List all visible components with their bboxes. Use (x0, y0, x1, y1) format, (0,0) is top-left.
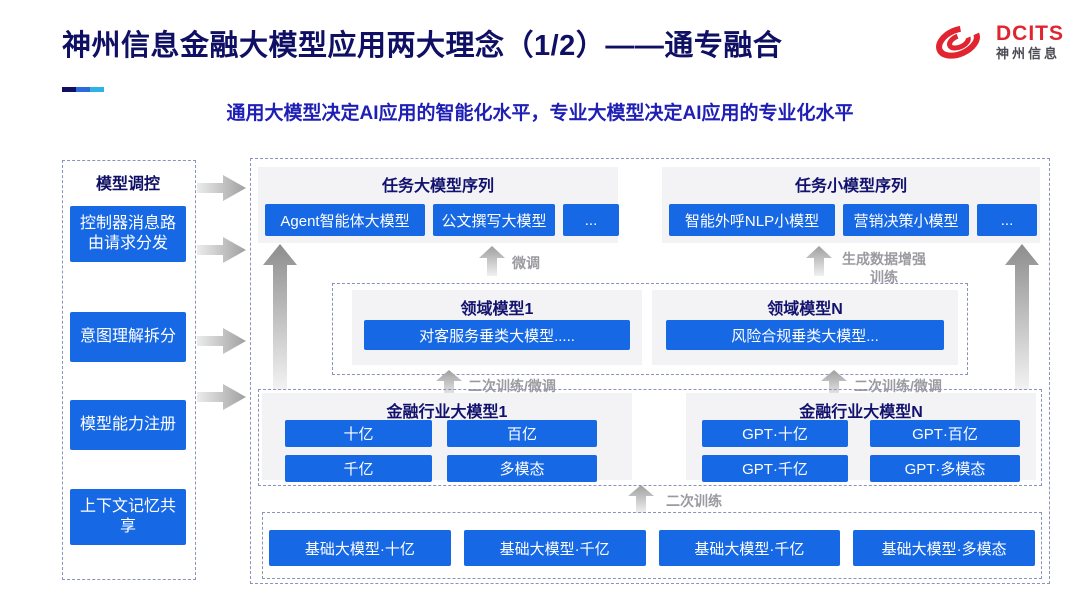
model-box-base-multimodal: 基础大模型·多模态 (853, 530, 1035, 566)
model-box-marketing: 营销决策小模型 (843, 204, 969, 236)
model-box-1b: 十亿 (285, 420, 432, 447)
up-arrow-icon (821, 370, 847, 398)
retrain-finetune-label: 二次训练/微调 (854, 378, 942, 394)
logo-brand-text: DCITS (996, 22, 1064, 46)
industry-model-group-n: 金融行业大模型N GPT·十亿 GPT·百亿 GPT·千亿 GPT·多模态 (686, 393, 1036, 482)
domain-model-group-n: 领域模型N 风险合规垂类大模型... (652, 290, 958, 365)
model-control-panel (62, 160, 196, 580)
tall-up-arrow-icon (1005, 244, 1039, 390)
base-model-frame: 基础大模型·十亿 基础大模型·千亿 基础大模型·千亿 基础大模型·多模态 (262, 512, 1042, 579)
task-large-model-group: 任务大模型序列 Agent智能体大模型 公文撰写大模型 ... (258, 167, 619, 243)
task-small-title: 任务小模型序列 (794, 178, 907, 195)
title-underline (62, 87, 104, 92)
task-large-title: 任务大模型序列 (381, 178, 494, 195)
tall-up-arrow-icon (263, 244, 297, 390)
industry-model-frame (258, 389, 1042, 486)
swirl-icon (932, 20, 988, 64)
model-box-more: ... (977, 204, 1037, 236)
model-box-base-100b: 基础大模型·千亿 (658, 530, 841, 566)
company-logo: DCITS 神州信息 (932, 20, 1064, 64)
model-box-agent: Agent智能体大模型 (265, 204, 425, 236)
industry-model-group-1: 金融行业大模型1 十亿 百亿 千亿 多模态 (262, 393, 632, 482)
retrain-label: 二次训练 (666, 493, 722, 509)
model-box-100b: 千亿 (285, 455, 432, 482)
model-box-risk-compliance: 风险合规垂类大模型... (666, 320, 944, 350)
logo-brand-cn: 神州信息 (996, 46, 1061, 62)
sidebar-item-router: 控制器消息路由请求分发 (70, 206, 186, 262)
up-arrow-icon (479, 246, 505, 276)
model-box-10b: 百亿 (447, 420, 597, 447)
domain-model-frame (332, 283, 968, 375)
diagram-outer-frame (250, 158, 1050, 584)
model-box-gpt-multimodal: GPT·多模态 (870, 455, 1020, 482)
model-box-base-100b: 基础大模型·千亿 (463, 530, 646, 566)
up-arrow-icon (806, 246, 832, 276)
up-arrow-icon (436, 370, 462, 398)
task-small-model-group: 任务小模型序列 智能外呼NLP小模型 营销决策小模型 ... (662, 167, 1040, 243)
retrain-finetune-label: 二次训练/微调 (468, 378, 556, 394)
sidebar-item-register: 模型能力注册 (70, 400, 186, 450)
domain-model-1-title: 领域模型1 (460, 301, 534, 318)
page-subtitle: 通用大模型决定AI应用的智能化水平，专业大模型决定AI应用的专业化水平 (226, 103, 854, 124)
industry-model-n-title: 金融行业大模型N (799, 404, 923, 421)
model-box-base-1b: 基础大模型·十亿 (269, 530, 451, 566)
flow-right-arrow-icon (197, 327, 247, 355)
fine-tune-label: 微调 (512, 255, 540, 271)
sidebar-item-context: 上下文记忆共享 (70, 489, 186, 545)
flow-right-arrow-icon (197, 236, 247, 264)
model-box-more: ... (563, 204, 619, 236)
model-box-document: 公文撰写大模型 (433, 204, 555, 236)
up-arrow-icon (628, 485, 654, 513)
augment-train-label: 生成数据增强训练 (842, 251, 926, 286)
industry-model-1-title: 金融行业大模型1 (386, 404, 508, 421)
model-box-multimodal: 多模态 (447, 455, 597, 482)
flow-right-arrow-icon (197, 383, 247, 411)
model-box-gpt-1b: GPT·十亿 (702, 420, 848, 447)
model-box-gpt-10b: GPT·百亿 (870, 420, 1020, 447)
model-box-customer-service: 对客服务垂类大模型..... (364, 320, 630, 350)
model-box-gpt-100b: GPT·千亿 (702, 455, 848, 482)
flow-right-arrow-icon (197, 174, 247, 202)
sidebar-title: 模型调控 (95, 176, 160, 193)
domain-model-n-title: 领域模型N (767, 301, 843, 318)
domain-model-group-1: 领域模型1 对客服务垂类大模型..... (352, 290, 642, 365)
model-box-nlp-call: 智能外呼NLP小模型 (669, 204, 835, 236)
page-title: 神州信息金融大模型应用两大理念（1/2）——通专融合 (62, 30, 783, 62)
sidebar-item-intent: 意图理解拆分 (70, 312, 186, 362)
